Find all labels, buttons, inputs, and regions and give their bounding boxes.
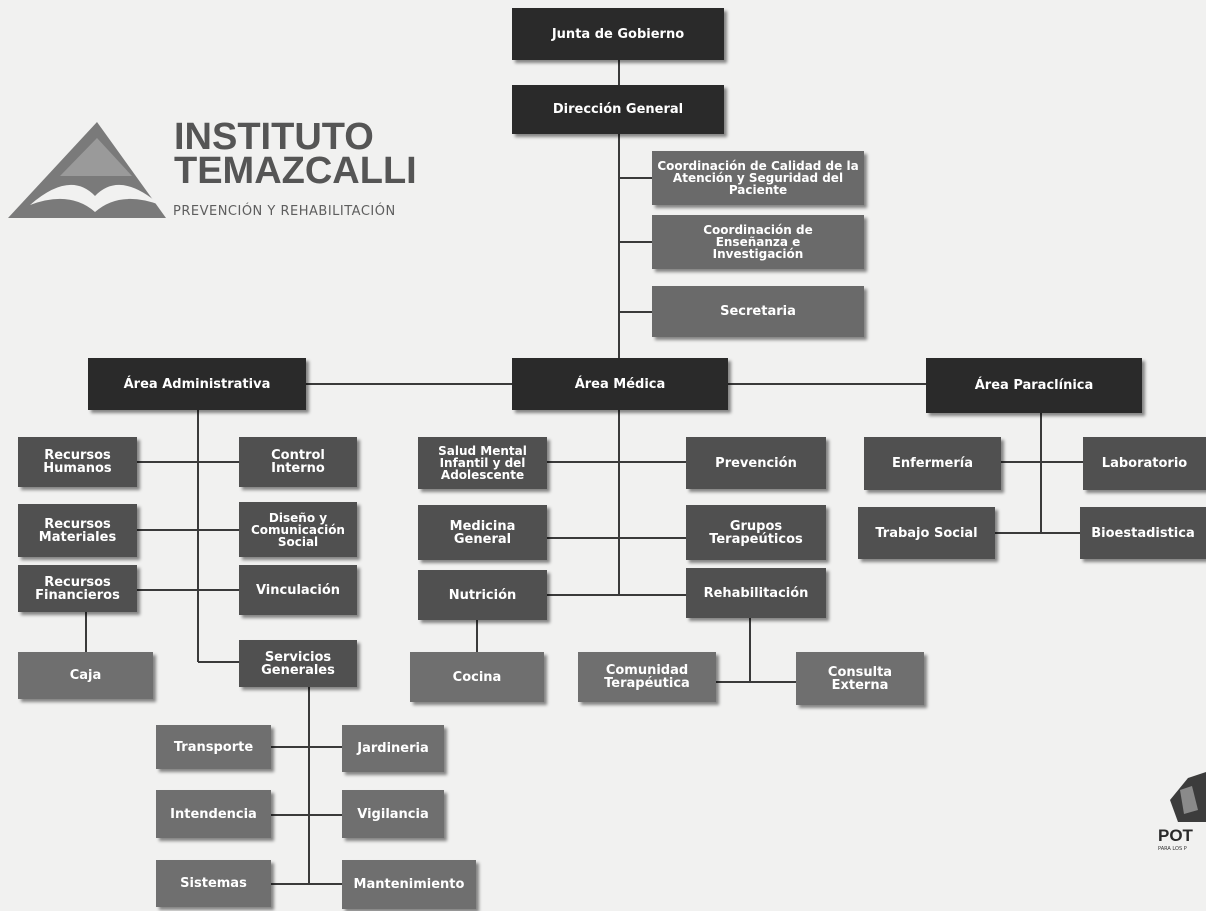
node-salud-mental: Salud Mental Infantil y del Adolescente — [418, 437, 547, 489]
node-caja: Caja — [18, 652, 153, 699]
node-nutricion: Nutrición — [418, 570, 547, 620]
node-vigilancia: Vigilancia — [342, 790, 444, 838]
node-diseno-comunicacion: Diseño y Comunicación Social — [239, 502, 357, 557]
node-coordinacion-ensenanza: Coordinación de Enseñanza e Investigació… — [652, 215, 864, 269]
node-medicina-general: Medicina General — [418, 505, 547, 560]
institute-tagline: PREVENCIÓN Y REHABILITACIÓN — [173, 204, 396, 219]
node-mantenimiento: Mantenimiento — [342, 860, 476, 909]
node-enfermeria: Enfermería — [864, 437, 1001, 490]
node-junta-de-gobierno: Junta de Gobierno — [512, 8, 724, 60]
institute-name: INSTITUTO TEMAZCALLI — [174, 116, 417, 192]
node-trabajo-social: Trabajo Social — [858, 507, 995, 559]
node-consulta-externa: Consulta Externa — [796, 652, 924, 705]
node-transporte: Transporte — [156, 725, 271, 769]
temazcalli-emblem-icon — [8, 122, 166, 218]
node-sistemas: Sistemas — [156, 860, 271, 907]
node-direccion-general: Dirección General — [512, 85, 724, 134]
node-control-interno: Control Interno — [239, 437, 357, 487]
node-servicios-generales: Servicios Generales — [239, 640, 357, 687]
node-area-paraclinica: Área Paraclínica — [926, 358, 1142, 413]
corner-logo-text: POT — [1158, 826, 1193, 845]
node-bioestadistica: Bioestadistica — [1080, 507, 1206, 559]
node-area-medica: Área Médica — [512, 358, 728, 410]
institute-logo: INSTITUTO TEMAZCALLI PREVENCIÓN Y REHABI… — [8, 116, 478, 230]
corner-mosaic-icon — [1170, 772, 1206, 822]
node-intendencia: Intendencia — [156, 790, 271, 838]
node-secretaria: Secretaria — [652, 286, 864, 337]
node-prevencion: Prevención — [686, 437, 826, 489]
corner-logo-subtext: PARA LOS P — [1158, 846, 1187, 852]
node-jardineria: Jardineria — [342, 725, 444, 772]
node-comunidad-terapeutica: Comunidad Terapéutica — [578, 652, 716, 702]
node-cocina: Cocina — [410, 652, 544, 702]
node-recursos-humanos: Recursos Humanos — [18, 437, 137, 487]
node-vinculacion: Vinculación — [239, 565, 357, 615]
node-grupos-terapeuticos: Grupos Terapeúticos — [686, 505, 826, 560]
node-area-administrativa: Área Administrativa — [88, 358, 306, 410]
node-laboratorio: Laboratorio — [1083, 437, 1206, 490]
node-rehabilitacion: Rehabilitación — [686, 568, 826, 618]
node-recursos-materiales: Recursos Materiales — [18, 504, 137, 557]
node-coordinacion-calidad: Coordinación de Calidad de la Atención y… — [652, 151, 864, 205]
node-recursos-financieros: Recursos Financieros — [18, 565, 137, 612]
